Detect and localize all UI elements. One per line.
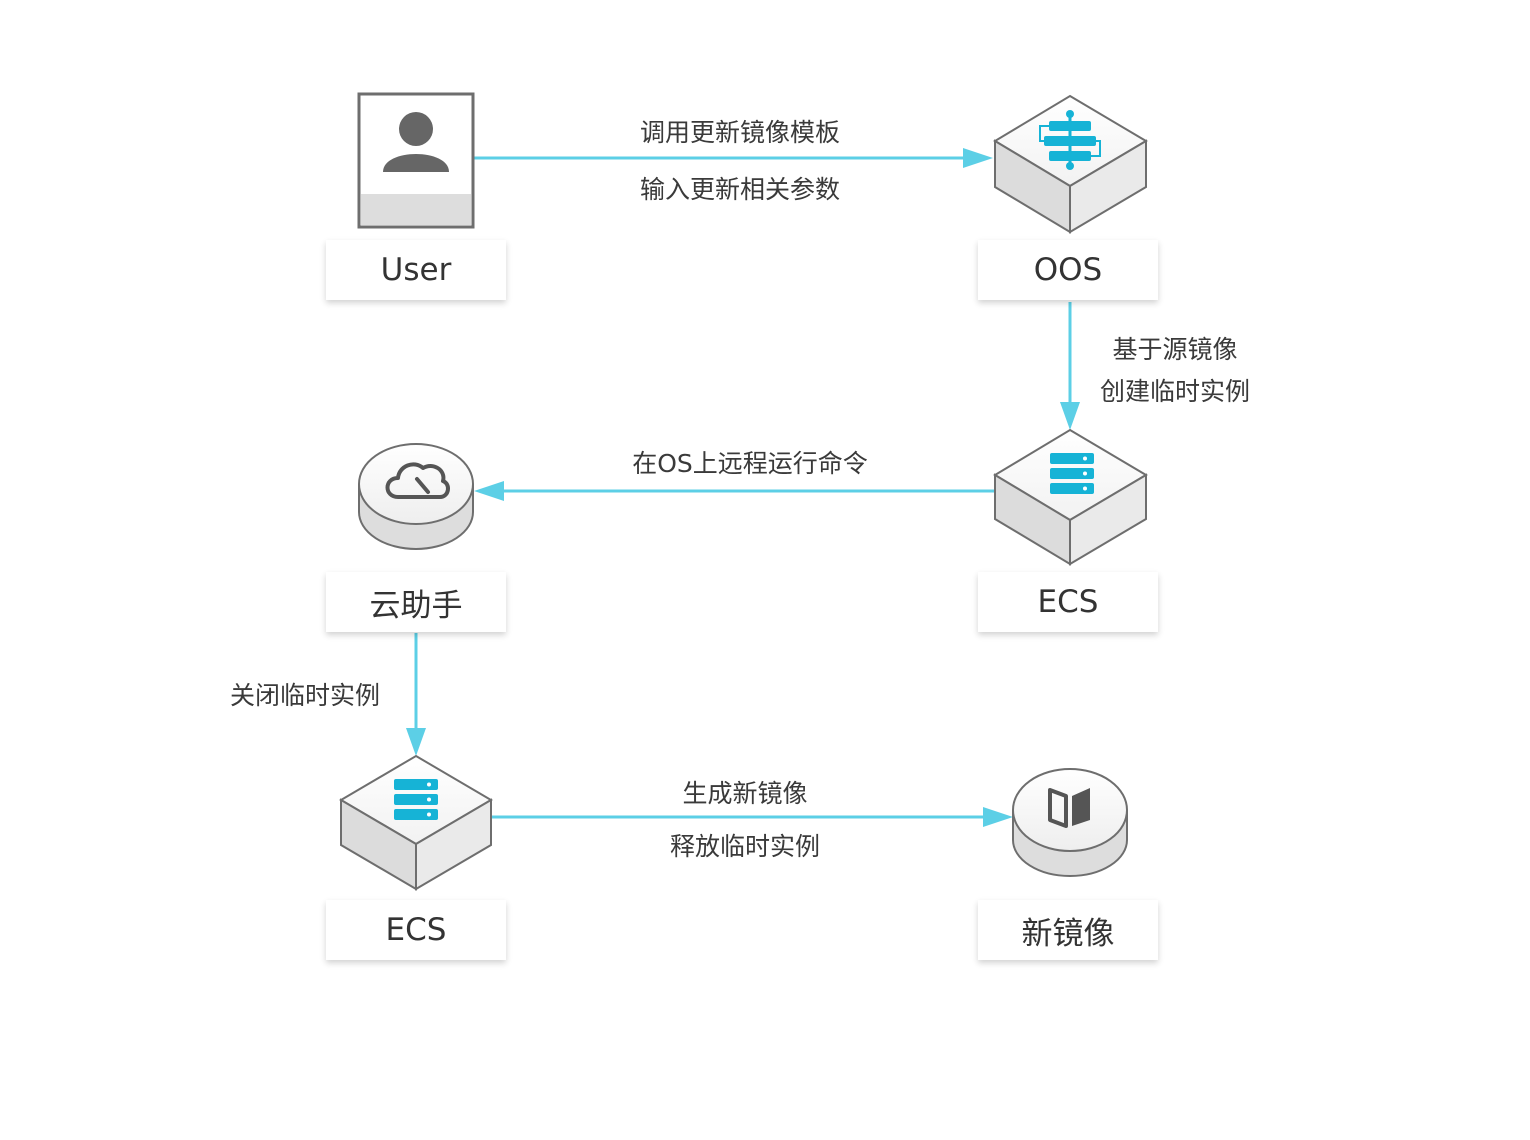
new-image-disk-icon bbox=[1012, 768, 1128, 877]
ecs-stopped-label: ECS bbox=[326, 900, 506, 960]
edge-label-assistant-ecs: 关闭临时实例 bbox=[229, 681, 380, 710]
edge-label-ecs-image-line1: 生成新镜像 bbox=[682, 779, 808, 808]
edge-label-user-oos-line1: 调用更新镜像模板 bbox=[639, 118, 840, 147]
arrow-user-to-oos bbox=[473, 148, 993, 168]
ecs-temp-label: ECS bbox=[978, 572, 1158, 632]
server-icon bbox=[1050, 453, 1094, 494]
user-icon bbox=[357, 92, 475, 229]
cloud-assistant-disk-icon bbox=[358, 443, 474, 550]
workflow-icon bbox=[1039, 110, 1101, 170]
arrow-assistant-to-ecs bbox=[406, 633, 426, 756]
ecs-temp-cube-icon bbox=[993, 428, 1148, 566]
server-icon bbox=[394, 779, 438, 820]
edge-label-ecs-assistant: 在OS上远程运行命令 bbox=[632, 449, 868, 478]
oos-cube-icon bbox=[993, 94, 1148, 234]
arrow-ecs-to-assistant bbox=[474, 481, 995, 501]
cloud-icon bbox=[385, 462, 450, 499]
ecs-stopped-cube-icon bbox=[339, 754, 493, 891]
edge-label-user-oos-line2: 输入更新相关参数 bbox=[639, 175, 840, 204]
oos-label: OOS bbox=[978, 240, 1158, 300]
arrow-oos-to-ecs bbox=[1060, 302, 1080, 430]
new-image-label: 新镜像 bbox=[978, 900, 1158, 960]
edge-label-oos-ecs-line1: 基于源镜像 bbox=[1112, 335, 1238, 364]
arrow-ecs-to-image bbox=[490, 807, 1013, 827]
edge-label-oos-ecs-line2: 创建临时实例 bbox=[1099, 377, 1250, 406]
image-icon bbox=[1048, 788, 1090, 828]
edge-label-ecs-image-line2: 释放临时实例 bbox=[669, 832, 820, 861]
user-label: User bbox=[326, 240, 506, 300]
cloud-assistant-label: 云助手 bbox=[326, 572, 506, 632]
